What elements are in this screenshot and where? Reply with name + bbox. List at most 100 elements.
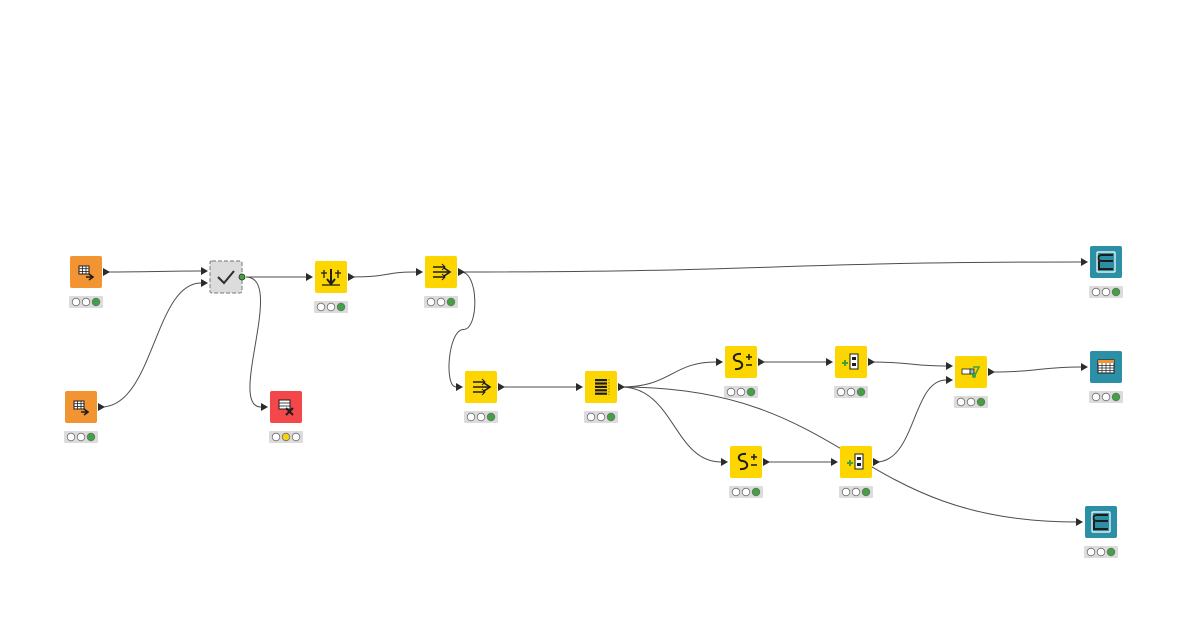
input-port[interactable]	[416, 268, 423, 276]
node-n11-manipulator[interactable]	[826, 346, 875, 398]
input-port[interactable]	[721, 458, 728, 466]
node-n6-manipulator[interactable]	[416, 256, 465, 308]
node-n13-manipulator[interactable]	[946, 356, 995, 408]
input-port[interactable]	[261, 403, 268, 411]
node-status-lights	[464, 411, 498, 423]
joiner-icon	[961, 366, 981, 378]
connection[interactable]	[100, 282, 202, 408]
node-status-lights	[64, 431, 98, 443]
connection[interactable]	[870, 361, 947, 367]
output-port[interactable]	[988, 368, 995, 376]
output-port[interactable]	[873, 458, 880, 466]
output-port[interactable]	[458, 268, 465, 276]
status-light	[596, 412, 606, 422]
status-light	[731, 487, 741, 497]
status-light	[1106, 547, 1116, 557]
node-status-lights	[1089, 391, 1123, 403]
status-light	[741, 487, 751, 497]
output-port[interactable]	[498, 383, 505, 391]
connection[interactable]	[620, 386, 722, 463]
node-n3-metanode[interactable]	[201, 260, 246, 294]
column-filter-icon	[433, 263, 452, 281]
node-n14-sink[interactable]	[1081, 246, 1123, 298]
node-status-lights	[314, 301, 348, 313]
connection[interactable]	[350, 271, 417, 278]
node-n4-error[interactable]	[261, 391, 303, 443]
output-port[interactable]	[758, 358, 765, 366]
connection[interactable]	[990, 366, 1082, 373]
string-manipulation-icon	[737, 452, 757, 471]
connection[interactable]	[620, 361, 717, 388]
output-port[interactable]	[763, 458, 770, 466]
database-writer-icon	[1096, 251, 1116, 273]
status-light	[76, 432, 86, 442]
input-port[interactable]	[716, 358, 723, 366]
output-port[interactable]	[98, 403, 105, 411]
input-port[interactable]	[576, 383, 583, 391]
status-light	[1101, 287, 1111, 297]
output-port[interactable]	[238, 273, 246, 281]
status-light	[726, 387, 736, 397]
node-n5-manipulator[interactable]	[306, 261, 355, 313]
table-reader-icon	[73, 400, 90, 416]
status-light	[1091, 392, 1101, 402]
status-light	[1111, 287, 1121, 297]
status-light	[746, 387, 756, 397]
database-writer-icon	[1091, 511, 1111, 533]
status-light	[856, 387, 866, 397]
input-port[interactable]	[1081, 363, 1088, 371]
node-n16-sink[interactable]	[1076, 506, 1118, 558]
row-sorter-icon	[595, 379, 610, 395]
metanode-body[interactable]	[209, 260, 243, 294]
input-port[interactable]	[831, 458, 838, 466]
node-status-lights	[584, 411, 618, 423]
status-light	[1111, 392, 1121, 402]
input-port[interactable]	[1076, 518, 1083, 526]
input-port[interactable]	[201, 279, 208, 287]
input-port[interactable]	[1081, 258, 1088, 266]
input-port[interactable]	[456, 383, 463, 391]
node-n12-manipulator[interactable]	[831, 446, 880, 498]
node-n2-source[interactable]	[64, 391, 105, 443]
node-status-lights	[954, 396, 988, 408]
table-error-icon	[278, 399, 294, 416]
connection[interactable]	[105, 270, 202, 273]
connection[interactable]	[875, 379, 947, 463]
input-port[interactable]	[826, 358, 833, 366]
status-light	[71, 297, 81, 307]
connections-layer	[100, 261, 1082, 523]
status-light	[586, 412, 596, 422]
output-port[interactable]	[348, 273, 355, 281]
output-port[interactable]	[868, 358, 875, 366]
status-light	[436, 297, 446, 307]
node-n15-sink[interactable]	[1081, 351, 1123, 403]
status-light	[736, 387, 746, 397]
input-port[interactable]	[306, 273, 313, 281]
node-n9-manipulator[interactable]	[716, 346, 765, 398]
node-status-lights	[1089, 286, 1123, 298]
status-light	[426, 297, 436, 307]
node-n1-source[interactable]	[69, 256, 110, 308]
column-append-icon	[842, 353, 859, 370]
node-n10-manipulator[interactable]	[721, 446, 770, 498]
status-light	[976, 397, 986, 407]
output-port[interactable]	[103, 268, 110, 276]
input-port[interactable]	[946, 376, 953, 384]
output-port[interactable]	[618, 383, 625, 391]
connection[interactable]	[245, 276, 262, 408]
status-light	[836, 387, 846, 397]
input-port[interactable]	[946, 362, 953, 370]
connection[interactable]	[460, 261, 1082, 273]
status-light	[66, 432, 76, 442]
connection[interactable]	[448, 271, 476, 388]
status-light	[271, 432, 281, 442]
node-n7-manipulator[interactable]	[456, 371, 505, 423]
node-status-lights	[724, 386, 758, 398]
status-light	[1086, 547, 1096, 557]
node-n8-manipulator[interactable]	[576, 371, 625, 423]
status-light	[751, 487, 761, 497]
input-port[interactable]	[201, 267, 208, 275]
node-status-lights	[269, 431, 303, 443]
status-light	[606, 412, 616, 422]
